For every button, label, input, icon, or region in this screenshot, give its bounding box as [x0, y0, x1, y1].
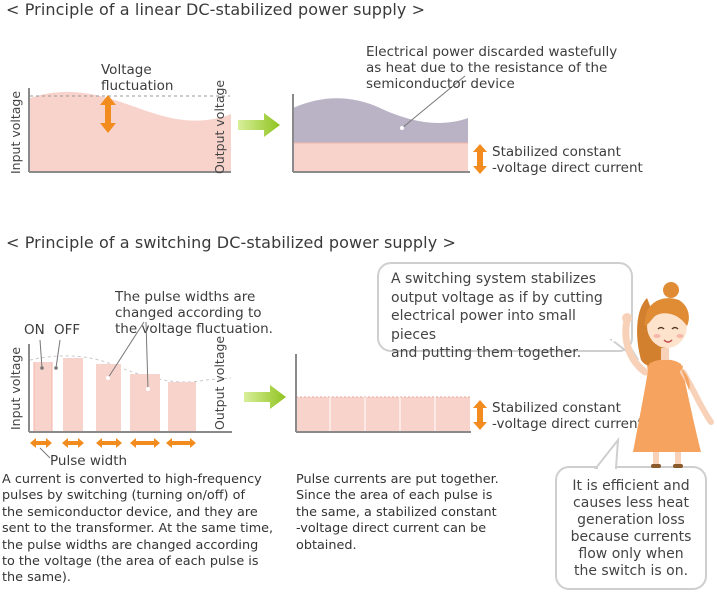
pulse-4 [130, 374, 160, 432]
switching-stabilized-label: Stabilized constant -voltage direct curr… [492, 400, 643, 432]
pulse-pointer-2 [145, 321, 149, 390]
pulse-2 [63, 358, 83, 432]
heat-pointer-line [401, 75, 466, 129]
pulse-5 [168, 382, 196, 432]
linear-output-axis-label: Output voltage [212, 79, 227, 174]
presenter-girl-illustration [622, 282, 714, 468]
linear-stabilized-label: Stabilized constant -voltage direct curr… [492, 144, 643, 176]
stabilized-output-area [293, 143, 468, 172]
on-label: ON [24, 322, 45, 338]
linear-output-chart [292, 75, 470, 173]
combined-output-area [296, 397, 470, 432]
switching-input-axis-label: Input voltage [8, 346, 23, 430]
speech-bubble-top: A switching system stabilizes output vol… [377, 262, 633, 361]
heat-loss-note: Electrical power discarded wastefully as… [366, 44, 618, 92]
off-pointer [55, 339, 61, 369]
switching-stabilized-arrow-icon [473, 400, 487, 430]
switching-output-chart [295, 354, 471, 433]
pulse-change-note: The pulse widths are changed according t… [115, 289, 273, 337]
pulse-pointer-1 [107, 321, 145, 379]
heat-loss-area [293, 98, 468, 143]
speech-bubble-bottom-tail [593, 436, 620, 470]
linear-input-chart [28, 88, 231, 173]
fluctuation-label: Voltage fluctuation [101, 62, 174, 94]
switching-mid-paragraph: Pulse currents are put together. Since t… [296, 472, 499, 553]
linear-input-axis-label: Input voltage [8, 90, 23, 174]
speech-bubble-bottom: It is efficient and causes less heat gen… [555, 466, 707, 590]
linear-section-title: < Principle of a linear DC-stabilized po… [6, 0, 426, 19]
pulse-width-label: Pulse width [50, 453, 128, 469]
switching-output-axis-label: Output voltage [212, 335, 227, 430]
fluctuation-arrow-icon [100, 95, 116, 133]
linear-stabilized-arrow-icon [473, 144, 487, 174]
pulse-1 [34, 362, 52, 432]
on-pointer [39, 339, 43, 369]
pulse-width-arrows-icon [30, 438, 196, 459]
input-envelope-dashline [29, 355, 232, 383]
switching-green-arrow-icon [244, 385, 286, 409]
switching-input-chart [28, 321, 232, 433]
pulse-3 [96, 364, 121, 432]
off-label: OFF [54, 322, 81, 338]
switching-section-title: < Principle of a switching DC-stabilized… [6, 233, 456, 252]
linear-green-arrow-icon [238, 113, 280, 137]
input-voltage-wave [30, 91, 231, 172]
switching-left-paragraph: A current is converted to high-frequency… [2, 472, 274, 586]
